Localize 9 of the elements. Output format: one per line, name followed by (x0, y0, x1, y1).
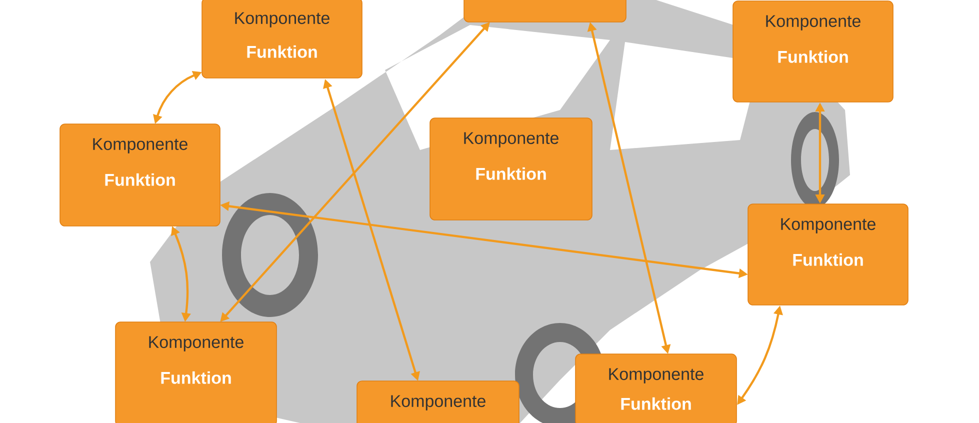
component-box: Komponente Funktion (732, 0, 894, 102)
component-box: Komponente Funktion (202, 0, 362, 78)
component-box (464, 0, 626, 22)
component-box: Komponente Funktion (430, 118, 592, 220)
component-box: Komponente Funktion (575, 354, 737, 423)
component-box: Komponente Funktion (115, 322, 277, 423)
component-box: Komponente Funktion (60, 124, 220, 226)
component-box: Komponente (356, 380, 520, 423)
component-box: Komponente Funktion (748, 204, 908, 306)
